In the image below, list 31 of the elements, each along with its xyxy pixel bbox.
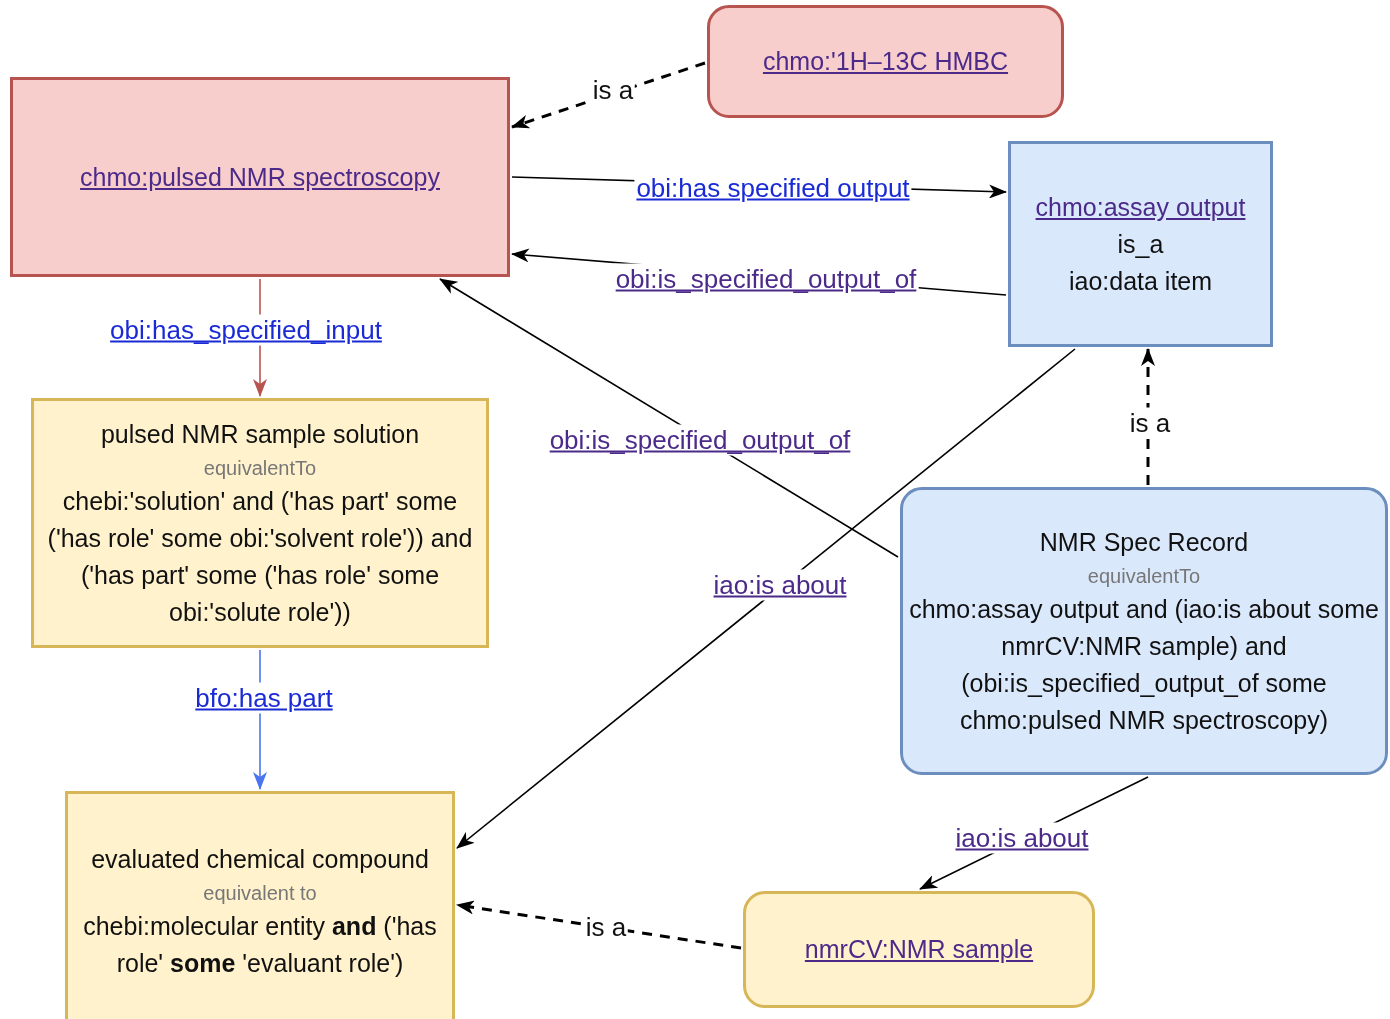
- class-text: NMR Spec Record: [1039, 526, 1249, 558]
- edge-label: obi:has_specified_input: [108, 314, 384, 346]
- edge-label: bfo:has part: [193, 682, 335, 714]
- class-text: chmo:assay output: [1035, 191, 1246, 223]
- class-text: pulsed NMR sample solution: [100, 418, 420, 450]
- class-text: chebi:'solution' and ('has part' some ('has role' some obi:'solvent role')) and ('has part' some ('has role' some obi:'solute role')): [46, 485, 474, 628]
- equivalence-keyword: equivalentTo: [1087, 563, 1201, 589]
- class-text: is_a: [1117, 228, 1164, 260]
- class-box: [65, 791, 455, 1019]
- arrow: [439, 278, 899, 558]
- class-text: chmo:pulsed NMR spectroscopy: [80, 161, 440, 193]
- class-box: [10, 77, 510, 277]
- edge-label: iao:is about: [953, 822, 1091, 854]
- rounded-box: [707, 5, 1064, 118]
- equivalence-keyword: equivalent to: [203, 880, 317, 906]
- edge-label: obi:is_specified_output_of: [613, 263, 919, 295]
- class-text: iao:data item: [1068, 265, 1213, 297]
- edge-label: obi:is_specified_output_of: [547, 424, 853, 456]
- rounded-box: [900, 487, 1388, 775]
- class-text: chmo:'1H–13C HMBC: [762, 46, 1009, 77]
- arrow: [456, 900, 742, 950]
- class-box: [31, 398, 489, 648]
- class-text: nmrCV:NMR sample: [804, 934, 1034, 965]
- class-text: chmo:assay output and (iao:is about some nmrCV:NMR sample) and (obi:is_specified_output_of some chmo:pulsed NMR spectroscopy): [909, 593, 1379, 736]
- class-text: evaluated chemical compound: [91, 843, 429, 875]
- rounded-box: [743, 891, 1095, 1008]
- arrow: [456, 348, 1076, 849]
- equivalence-keyword: equivalentTo: [203, 455, 317, 481]
- class-box: [1008, 141, 1273, 347]
- class-text: chebi:molecular entity and ('has role' some 'evaluant role'): [82, 910, 438, 979]
- edge-label: iao:is about: [711, 569, 849, 601]
